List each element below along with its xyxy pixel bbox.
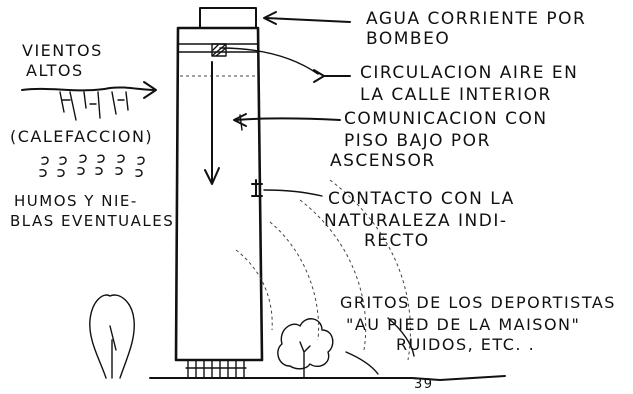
tower-base — [183, 359, 251, 379]
tree-left — [89, 294, 135, 379]
tower — [174, 7, 264, 379]
ground-line — [149, 375, 506, 381]
calefaccion-label: (CALEFACCION) — [10, 127, 153, 146]
humos-label-line2: BLAS EVENTUALES — [10, 212, 174, 230]
contacto-label-line1: CONTACTO CON LA — [328, 189, 515, 209]
page-number: 39 — [414, 377, 434, 392]
contacto-label-line2: NATURALEZA INDI- — [324, 211, 507, 231]
comunicacion-arrow — [235, 117, 341, 121]
wind-sketch — [21, 81, 157, 121]
humos-label-line1: HUMOS Y NIE- — [14, 192, 138, 210]
vientos-label-line1: VIENTOS — [22, 41, 103, 60]
tower-body — [174, 26, 264, 362]
agua-label-line2: BOMBEO — [366, 29, 450, 49]
circulacion-label-line1: CIRCULACION AIRE EN — [360, 63, 578, 83]
agua-label-line1: AGUA CORRIENTE POR — [366, 9, 586, 29]
agua-arrow — [265, 17, 351, 23]
gritos-label-line2: "AU PIED DE LA MAISON" — [346, 315, 580, 334]
contacto-label-line3: RECTO — [364, 231, 430, 251]
comunicacion-label-line3: ASCENSOR — [330, 151, 436, 171]
sound-arcs — [235, 179, 415, 375]
contacto-line — [263, 189, 323, 197]
tree-right — [277, 318, 334, 379]
comunicacion-label-line1: COMUNICACION CON — [344, 109, 548, 129]
water-tank — [199, 7, 257, 29]
hatched-box — [211, 43, 227, 57]
vientos-label-line2: ALTOS — [26, 61, 84, 80]
circulacion-label-line2: LA CALLE INTERIOR — [360, 85, 552, 105]
wind-arrow — [21, 86, 155, 92]
gritos-label-line1: GRITOS DE LOS DEPORTISTAS — [340, 293, 616, 312]
comunicacion-label-line2: PISO BAJO POR — [344, 131, 491, 151]
contact-marker — [251, 179, 263, 197]
smoke-swirls — [39, 154, 145, 177]
gritos-label-line3: RUIDOS, ETC. . — [396, 335, 535, 354]
